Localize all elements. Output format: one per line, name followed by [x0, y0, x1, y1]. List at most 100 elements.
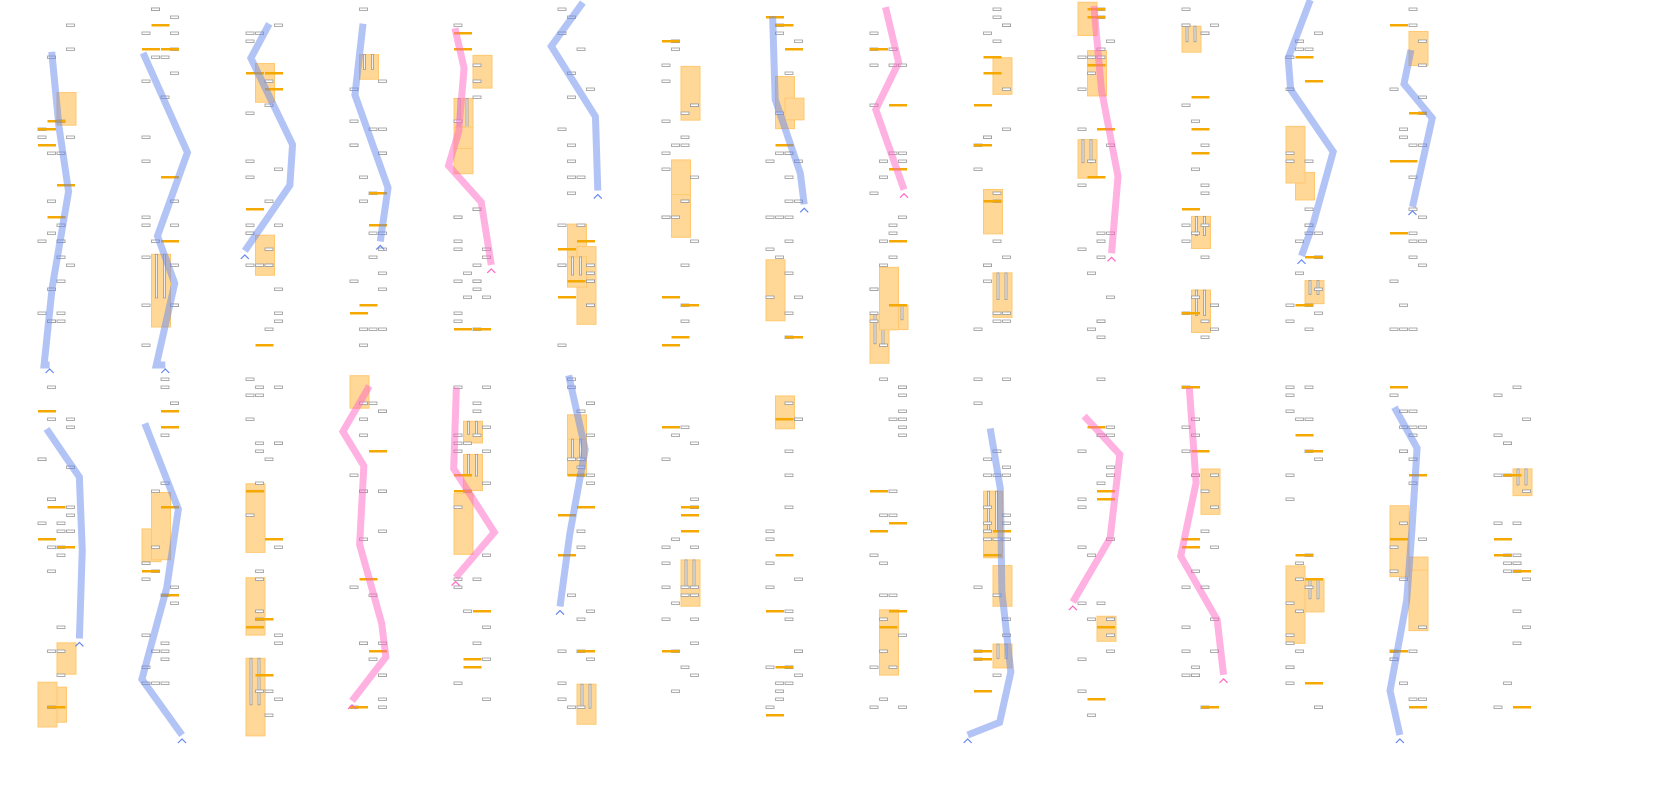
tap-note	[1181, 649, 1191, 653]
tap-note	[1210, 473, 1219, 477]
tap-note	[784, 609, 794, 613]
hold-stripe	[1195, 215, 1198, 237]
hold-stripe	[249, 657, 253, 706]
tap-note	[898, 633, 907, 637]
tap-note	[66, 425, 75, 429]
tap-note	[1002, 23, 1011, 27]
tap-note	[1314, 231, 1323, 235]
tap-note	[567, 143, 576, 147]
tap-note	[765, 529, 775, 533]
tap-note	[765, 215, 775, 219]
tap-note	[1200, 335, 1210, 339]
tap-note	[869, 553, 879, 557]
tap-note	[141, 577, 151, 581]
tap-note	[368, 255, 378, 259]
tap-note	[1285, 473, 1295, 477]
flick-note	[558, 296, 576, 299]
tap-note	[586, 303, 595, 307]
flick-note	[775, 418, 794, 421]
tap-note	[170, 15, 179, 19]
tap-note	[586, 473, 595, 477]
tap-note	[765, 537, 775, 541]
hold-stripe	[1524, 468, 1528, 486]
tap-note	[671, 689, 680, 693]
slide-path	[1069, 413, 1124, 604]
tap-note	[586, 481, 595, 485]
slide-path	[1386, 405, 1421, 736]
tap-note	[245, 31, 255, 35]
tap-note	[37, 135, 47, 139]
tap-note	[661, 457, 671, 461]
tap-note	[1314, 311, 1323, 315]
hold-stripe	[1185, 25, 1189, 43]
tap-note	[1304, 159, 1314, 163]
tap-note	[1304, 385, 1314, 389]
tap-note	[1389, 569, 1399, 573]
tap-note	[898, 385, 907, 389]
tap-note	[567, 191, 576, 195]
tap-note	[1210, 303, 1219, 307]
tap-note	[482, 295, 491, 299]
tap-note	[661, 119, 671, 123]
tap-note	[576, 617, 586, 621]
tap-note	[1077, 55, 1087, 59]
tap-note	[586, 263, 595, 267]
slide-end-arrow-icon	[375, 244, 385, 250]
tap-note	[784, 617, 794, 621]
hold-stripe	[467, 454, 470, 477]
tap-note	[1200, 223, 1210, 227]
tap-note	[47, 649, 56, 653]
tap-note	[983, 521, 992, 525]
tap-note	[151, 681, 160, 685]
tap-note	[671, 143, 680, 147]
hold-stripe	[1004, 272, 1008, 300]
tap-note	[898, 215, 907, 219]
tap-note	[992, 239, 1002, 243]
tap-note	[1512, 609, 1522, 613]
tap-note	[1285, 601, 1295, 605]
flick-note	[1513, 706, 1531, 709]
tap-note	[66, 513, 75, 517]
tap-note	[1418, 263, 1427, 267]
hold-stripe	[257, 657, 261, 706]
slide-path	[444, 27, 495, 266]
tap-note	[586, 609, 595, 613]
flick-note	[1182, 546, 1200, 549]
tap-note	[1077, 505, 1087, 509]
tap-note	[378, 529, 387, 533]
flick-note	[255, 344, 274, 347]
tap-note	[765, 561, 775, 565]
slide-path	[1400, 49, 1437, 208]
slide-path	[1090, 5, 1122, 254]
tap-note	[1493, 393, 1503, 397]
tap-note	[274, 319, 283, 323]
hold-stripe	[996, 643, 1000, 659]
tap-note	[1304, 207, 1314, 211]
flick-note	[161, 410, 179, 413]
tap-note	[1408, 23, 1418, 27]
tap-note	[576, 545, 586, 549]
tap-note	[869, 191, 879, 195]
tap-note	[1408, 231, 1418, 235]
tap-note	[1418, 215, 1427, 219]
tap-note	[879, 513, 888, 517]
tap-note	[255, 481, 264, 485]
tap-note	[255, 569, 264, 573]
slide-end-arrow-icon	[1395, 738, 1405, 744]
flick-note	[454, 474, 472, 477]
flick-note	[246, 490, 264, 493]
tap-note	[784, 449, 794, 453]
tap-note	[992, 7, 1002, 11]
flick-note	[1390, 232, 1408, 235]
tap-note	[690, 585, 699, 589]
slide-end-arrow-icon	[899, 192, 909, 199]
tap-note	[680, 143, 690, 147]
hold-note	[1304, 280, 1325, 305]
hold-stripe	[580, 683, 584, 709]
flick-note	[1097, 498, 1115, 501]
tap-note	[879, 593, 888, 597]
tap-note	[1295, 47, 1304, 51]
flick-note	[369, 650, 387, 653]
tap-note	[349, 473, 359, 477]
flick-note	[463, 658, 482, 661]
